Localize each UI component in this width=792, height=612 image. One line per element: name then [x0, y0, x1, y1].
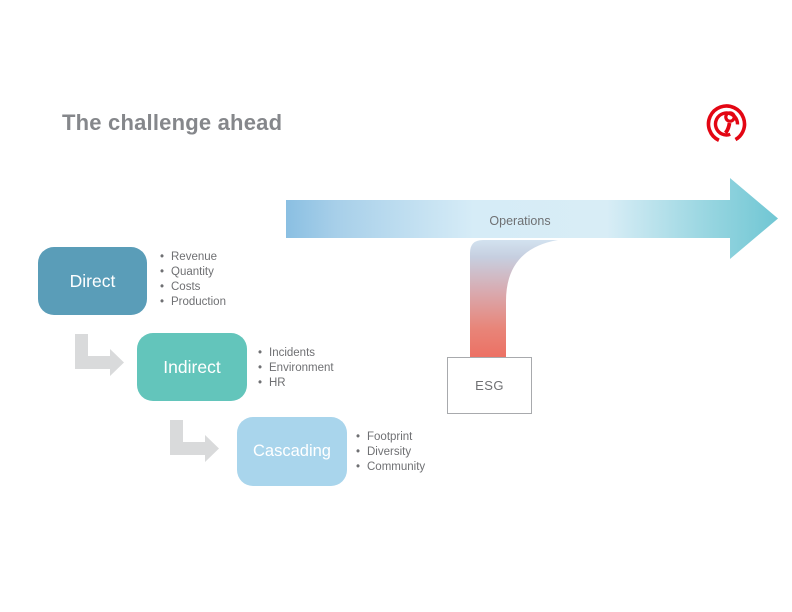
list-item: • Environment: [258, 361, 334, 376]
list-item: • Production: [160, 295, 226, 310]
list-item: • HR: [258, 376, 334, 391]
indirect-box: Indirect: [137, 333, 247, 401]
bullet-icon: •: [258, 362, 263, 374]
bullet-icon: •: [258, 347, 263, 359]
bullet-icon: •: [160, 281, 165, 293]
indirect-label: Indirect: [163, 356, 221, 377]
cascading-box: Cascading: [237, 417, 347, 486]
bullet-text: Diversity: [367, 446, 412, 458]
list-item: • Incidents: [258, 346, 334, 361]
bullet-text: Quantity: [171, 266, 214, 278]
direct-bullet-list: • Revenue • Quantity • Costs • Productio…: [160, 250, 226, 310]
elbow-arrow-indirect-cascading-icon: [170, 420, 219, 462]
bullet-text: Incidents: [269, 347, 316, 359]
bullet-icon: •: [160, 266, 165, 278]
esg-box: ESG: [447, 357, 532, 414]
cascading-bullet-list: • Footprint • Diversity • Community: [356, 430, 425, 475]
operations-label: Operations: [489, 214, 551, 228]
direct-label: Direct: [69, 270, 116, 291]
list-item: • Diversity: [356, 445, 425, 460]
list-item: • Costs: [160, 280, 226, 295]
list-item: • Revenue: [160, 250, 226, 265]
bullet-text: Production: [171, 296, 226, 308]
page-title: The challenge ahead: [62, 110, 283, 135]
operations-arrow: [286, 178, 778, 259]
bullet-text: Costs: [171, 281, 201, 293]
bullet-icon: •: [160, 251, 165, 263]
bullet-text: Revenue: [171, 251, 218, 263]
bullet-text: Community: [367, 461, 426, 473]
direct-box: Direct: [38, 247, 147, 315]
bullet-text: Footprint: [367, 431, 413, 443]
elbow-arrow-direct-indirect-icon: [75, 334, 124, 376]
list-item: • Footprint: [356, 430, 425, 445]
bullet-text: HR: [269, 377, 286, 389]
list-item: • Quantity: [160, 265, 226, 280]
bullet-icon: •: [356, 431, 361, 443]
list-item: • Community: [356, 460, 425, 475]
bullet-icon: •: [356, 461, 361, 473]
esg-label: ESG: [475, 378, 504, 393]
bullet-icon: •: [258, 377, 263, 389]
indirect-bullet-list: • Incidents • Environment • HR: [258, 346, 334, 391]
esg-connector-ribbon: [470, 240, 558, 358]
cascading-label: Cascading: [253, 442, 331, 460]
bullet-text: Environment: [269, 362, 334, 374]
bullet-icon: •: [160, 296, 165, 308]
bullet-icon: •: [356, 446, 361, 458]
gi-group-logo-icon: [706, 104, 747, 144]
